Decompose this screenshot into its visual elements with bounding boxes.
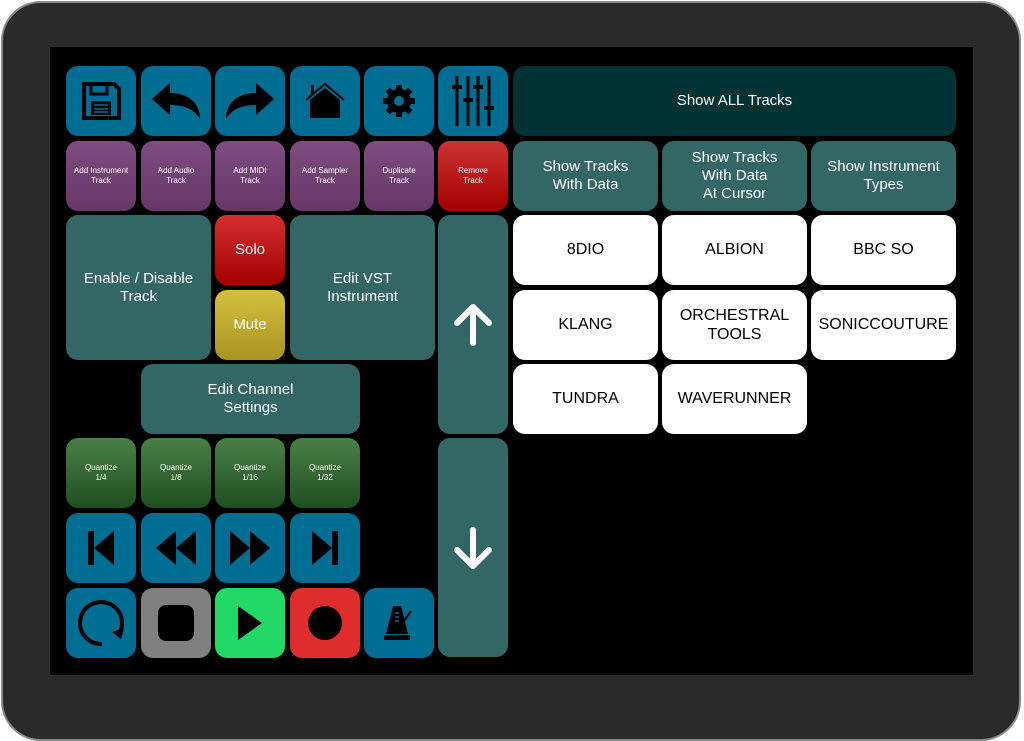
redo-button[interactable]: [215, 66, 285, 136]
rewind-icon: [156, 531, 196, 565]
gear-icon: [383, 85, 415, 117]
home-button[interactable]: [290, 66, 360, 136]
mute-button[interactable]: Mute: [215, 290, 285, 360]
library-soniccouture-button[interactable]: SONICCOUTURE: [811, 290, 956, 360]
remove-track-button[interactable]: Remove Track: [438, 141, 508, 211]
fast-forward-button[interactable]: [215, 513, 285, 583]
metronome-icon: [384, 606, 412, 640]
stop-button[interactable]: [141, 588, 211, 658]
play-button[interactable]: [215, 588, 285, 658]
add-audio-track-button[interactable]: Add Audio Track: [141, 141, 211, 211]
enable-disable-track-button[interactable]: Enable / Disable Track: [66, 215, 211, 360]
settings-button[interactable]: [364, 66, 434, 136]
quantize-1-32-button[interactable]: Quantize 1/32: [290, 438, 360, 508]
record-icon: [308, 606, 342, 640]
skip-to-start-icon: [88, 531, 114, 565]
library-bbc-so-button[interactable]: BBC SO: [811, 215, 956, 285]
show-tracks-with-data-button[interactable]: Show Tracks With Data: [513, 141, 658, 211]
library-waverunner-button[interactable]: WAVERUNNER: [662, 364, 807, 434]
edit-vst-instrument-button[interactable]: Edit VST Instrument: [290, 215, 435, 360]
go-to-start-button[interactable]: [66, 513, 136, 583]
library-klang-button[interactable]: KLANG: [513, 290, 658, 360]
add-instrument-track-button[interactable]: Add Instrument Track: [66, 141, 136, 211]
skip-to-end-icon: [312, 531, 338, 565]
record-button[interactable]: [290, 588, 360, 658]
home-icon: [305, 82, 345, 118]
add-midi-track-button[interactable]: Add MIDI Track: [215, 141, 285, 211]
quantize-1-8-button[interactable]: Quantize 1/8: [141, 438, 211, 508]
go-to-end-button[interactable]: [290, 513, 360, 583]
undo-icon: [152, 83, 200, 119]
undo-button[interactable]: [141, 66, 211, 136]
show-tracks-at-cursor-button[interactable]: Show Tracks With Data At Cursor: [662, 141, 807, 211]
play-icon: [238, 606, 262, 640]
duplicate-track-button[interactable]: Duplicate Track: [364, 141, 434, 211]
loop-button[interactable]: [66, 588, 136, 658]
solo-button[interactable]: Solo: [215, 215, 285, 285]
mixer-icon: [452, 76, 494, 126]
library-orchestral-tools-button[interactable]: ORCHESTRAL TOOLS: [662, 290, 807, 360]
quantize-1-4-button[interactable]: Quantize 1/4: [66, 438, 136, 508]
library-albion-button[interactable]: ALBION: [662, 215, 807, 285]
quantize-1-16-button[interactable]: Quantize 1/16: [215, 438, 285, 508]
save-icon: [82, 82, 121, 120]
library-tundra-button[interactable]: TUNDRA: [513, 364, 658, 434]
edit-channel-settings-button[interactable]: Edit Channel Settings: [141, 364, 360, 434]
metronome-button[interactable]: [364, 588, 434, 658]
add-sampler-track-button[interactable]: Add Sampler Track: [290, 141, 360, 211]
fast-forward-icon: [230, 531, 270, 565]
rewind-button[interactable]: [141, 513, 211, 583]
save-button[interactable]: [66, 66, 136, 136]
library-8dio-button[interactable]: 8DIO: [513, 215, 658, 285]
stop-icon: [158, 605, 194, 641]
scroll-down-button[interactable]: [438, 438, 508, 657]
loop-icon: [78, 600, 124, 647]
scroll-up-button[interactable]: [438, 215, 508, 434]
arrow-down-icon: [454, 526, 492, 569]
redo-icon: [226, 83, 274, 119]
mixer-button[interactable]: [438, 66, 508, 136]
show-instrument-types-button[interactable]: Show Instrument Types: [811, 141, 956, 211]
show-all-tracks-button[interactable]: Show ALL Tracks: [513, 66, 956, 136]
arrow-up-icon: [454, 303, 492, 346]
